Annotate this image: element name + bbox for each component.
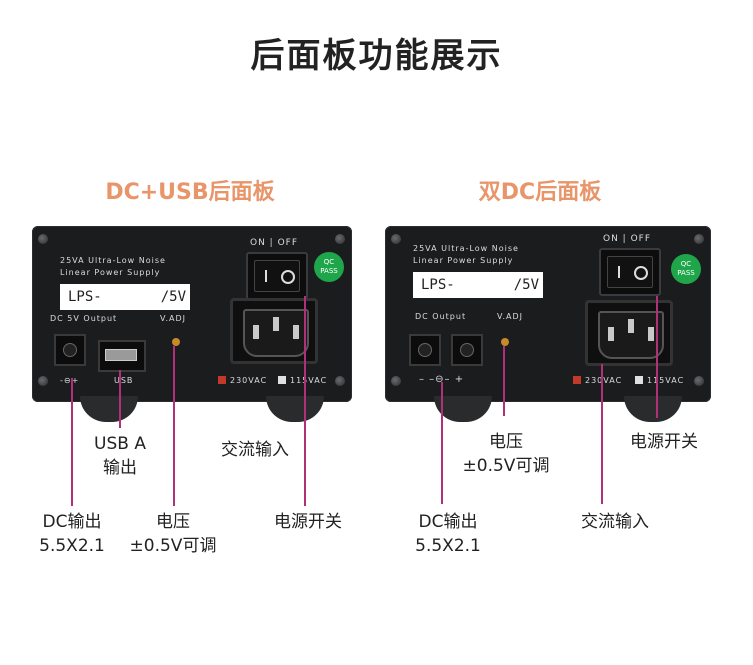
model-label: LPS- /5V [60,284,190,310]
left-panel-heading: DC+USB后面板 [105,180,275,205]
voltage-115-indicator [278,376,286,384]
qc-pass-badge: QC PASS [314,252,344,282]
screw-icon [335,234,345,244]
screw-icon [694,234,704,244]
rocker-switch[interactable] [607,256,653,288]
power-switch-callout-line [304,296,306,506]
voltage-115-label: 115VAC [290,376,328,385]
brand-text: Linear Power Supply [60,268,161,277]
vadj-label: V.ADJ [160,314,186,323]
power-switch-callout: 电源开关 [630,432,698,452]
switch-label: ON | OFF [603,234,652,244]
screw-icon [335,376,345,386]
brand-text: 25VA Ultra-Low Noise [60,256,166,265]
voltage-callout: 电压±0.5V可调 [129,512,217,556]
dc-output-jack[interactable] [54,334,86,366]
switch-label: ON | OFF [250,238,299,248]
ac-in-callout-line [601,364,603,504]
dc-output-label: DC 5V Output [50,314,118,323]
power-switch-callout: 电源开关 [274,512,342,532]
device-foot [624,396,682,422]
left-device-rear-panel: 25VA Ultra-Low Noise Linear Power Supply… [32,226,352,402]
dc-out-callout-line [71,378,73,506]
voltage-adjust-knob[interactable] [172,338,180,346]
voltage-115-label: 115VAC [647,376,685,385]
right-device-rear-panel: 25VA Ultra-Low Noise Linear Power Supply… [385,226,711,402]
voltage-callout-line [173,346,175,506]
dc-output-jack-2[interactable] [451,334,483,366]
device-foot [80,396,138,422]
ac-in-callout: 交流输入 [221,440,289,460]
screw-icon [38,376,48,386]
screw-icon [391,234,401,244]
brand-text: 25VA Ultra-Low Noise [413,244,519,253]
dc-output-jack-1[interactable] [409,334,441,366]
usb-label: USB [114,376,134,385]
right-panel-heading: 双DC后面板 [478,180,602,205]
ac-power-inlet[interactable] [585,300,673,366]
voltage-callout-line [503,346,505,416]
power-switch-callout-line [656,296,658,418]
ac-in-callout: 交流输入 [581,512,649,532]
voltage-230-indicator [218,376,226,384]
screw-icon [694,376,704,386]
screw-icon [38,234,48,244]
voltage-adjust-knob[interactable] [501,338,509,346]
voltage-230-indicator [573,376,581,384]
page-title: 后面板功能展示 [250,36,503,76]
power-switch[interactable] [599,248,661,296]
screw-icon [391,376,401,386]
usb-callout-line [119,370,121,428]
voltage-230-label: 230VAC [585,376,623,385]
voltage-230-label: 230VAC [230,376,268,385]
dc-out-callout-line [441,382,443,504]
voltage-callout: 电压±0.5V可调 [462,432,550,476]
brand-text: Linear Power Supply [413,256,514,265]
device-foot [266,396,324,422]
dc-output-label: DC Output [415,312,467,321]
usb-a-port[interactable] [98,340,146,372]
rocker-switch[interactable] [254,260,300,292]
qc-pass-badge: QC PASS [671,254,701,284]
dc-polarity-icon: – –⊖– + [419,374,465,385]
dc-polarity-icon: -⊖+ [60,376,80,385]
model-label: LPS- /5V [413,272,543,298]
power-switch[interactable] [246,252,308,300]
voltage-115-indicator [635,376,643,384]
ac-power-inlet[interactable] [230,298,318,364]
vadj-label: V.ADJ [497,312,523,321]
